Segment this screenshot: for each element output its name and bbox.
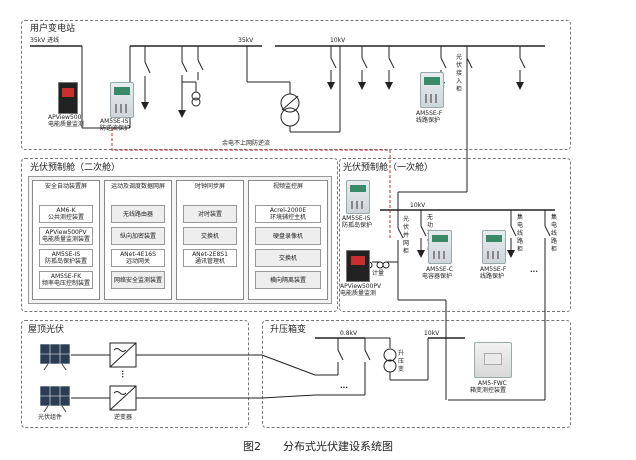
rooftop-title: 屋顶光伏 — [28, 325, 65, 335]
pv-secondary-section — [21, 158, 338, 312]
pv-secondary-title: 光伏预制舱（二次舱） — [30, 163, 121, 173]
lv-ellipsis: ... — [340, 382, 348, 390]
boost-transformer-label: 升压变 — [398, 350, 405, 373]
meter-label: 计量 — [372, 270, 385, 277]
apview500-device — [58, 82, 78, 114]
slot-isolation: 横向隔离装置 — [255, 271, 321, 289]
boost-section — [262, 320, 571, 428]
am5se-f-top-desc: 线路保护 — [416, 117, 441, 124]
pv-access-cabinet-label: 光伏接入柜 — [456, 54, 463, 93]
am5-fwc-model: AM5-FWC — [478, 380, 507, 387]
bus-35kv-label: 35kV — [238, 37, 254, 44]
am5se-c-model: AM5SE-C — [426, 266, 454, 273]
am5se-is-mid-model: AM5SE-IS — [342, 215, 371, 222]
am5se-f-mid-desc: 线路保护 — [480, 273, 505, 280]
slot-time-device: 对时装置 — [183, 205, 237, 223]
slot-wireless-router: 无线路由器 — [111, 205, 165, 223]
bus-10kv-label: 10kV — [330, 37, 346, 44]
am5se-c-desc: 电容器保护 — [422, 273, 453, 280]
inverter-label: 逆变器 — [114, 414, 133, 421]
boost-title: 升压箱变 — [270, 325, 307, 335]
cabinet-title: 安全自动装置屏 — [44, 183, 87, 190]
pv-grid-cabinet-label: 光伏并网柜 — [403, 216, 410, 255]
apview500pv-model: APView500PV — [340, 283, 382, 290]
am5se-c-device — [428, 230, 452, 264]
substation-title: 用户变电站 — [30, 24, 76, 34]
slot-switch: 交换机 — [255, 249, 321, 267]
inverter-ellipsis: ... — [120, 370, 128, 378]
am5se-f-mid-device — [482, 230, 506, 264]
apview500pv-device — [346, 250, 370, 282]
slot-encryption: 纵向加密装置 — [111, 227, 165, 245]
figure-caption: 图2 分布式光伏建设系统图 — [243, 440, 393, 453]
am5se-is-mid-device — [346, 180, 370, 214]
boost-10kv-label: 10kV — [424, 330, 440, 337]
apview500pv-desc: 电能质量监测 — [340, 290, 377, 297]
rooftop-section — [21, 320, 249, 428]
cabinet-title: 时钟同步屏 — [194, 183, 225, 190]
feeder-ellipsis: ... — [530, 266, 538, 274]
am5se-is-top-device — [110, 82, 134, 118]
am5se-f-mid-model: AM5SE-F — [480, 266, 507, 273]
am5se-is-mid-desc: 防孤岛保护 — [342, 222, 373, 229]
am5se-is-top-model: AM5SE-IS — [100, 118, 129, 125]
slot-network-security: 网络安全监测装置 — [111, 271, 165, 289]
am5-fwc-device — [474, 342, 512, 378]
slot-switch: 交换机 — [183, 227, 237, 245]
feeder-cabinet-2-label: 集电线路柜 — [551, 214, 558, 253]
pv-primary-section — [339, 158, 571, 312]
slot-nvr: 硬盘录像机 — [255, 227, 321, 245]
am5-fwc-desc: 箱变测控装置 — [470, 387, 507, 394]
pv-primary-title: 光伏预制舱（一次舱） — [343, 163, 434, 173]
apview500-model: APView500 — [48, 114, 82, 121]
am5se-f-top-device — [420, 72, 444, 108]
pv-10kv-label: 10kV — [410, 202, 426, 209]
lv-voltage-label: 0.8kV — [340, 330, 358, 337]
am5se-is-top-desc: 防逆流保护 — [100, 125, 131, 132]
reverse-power-note: 余电不上网防逆流 — [222, 140, 271, 147]
feeder-cabinet-1-label: 集电线路柜 — [517, 214, 524, 253]
pv-module-label: 光伏组件 — [38, 414, 63, 421]
apview500-desc: 电能质量监测 — [48, 121, 85, 128]
cabinet-title: 视频监控屏 — [272, 183, 303, 190]
cabinet-title: 运动及调度数据网屏 — [110, 183, 165, 190]
incoming-voltage-label: 35kV 进线 — [30, 37, 60, 44]
am5se-f-top-model: AM5SE-F — [416, 110, 443, 117]
